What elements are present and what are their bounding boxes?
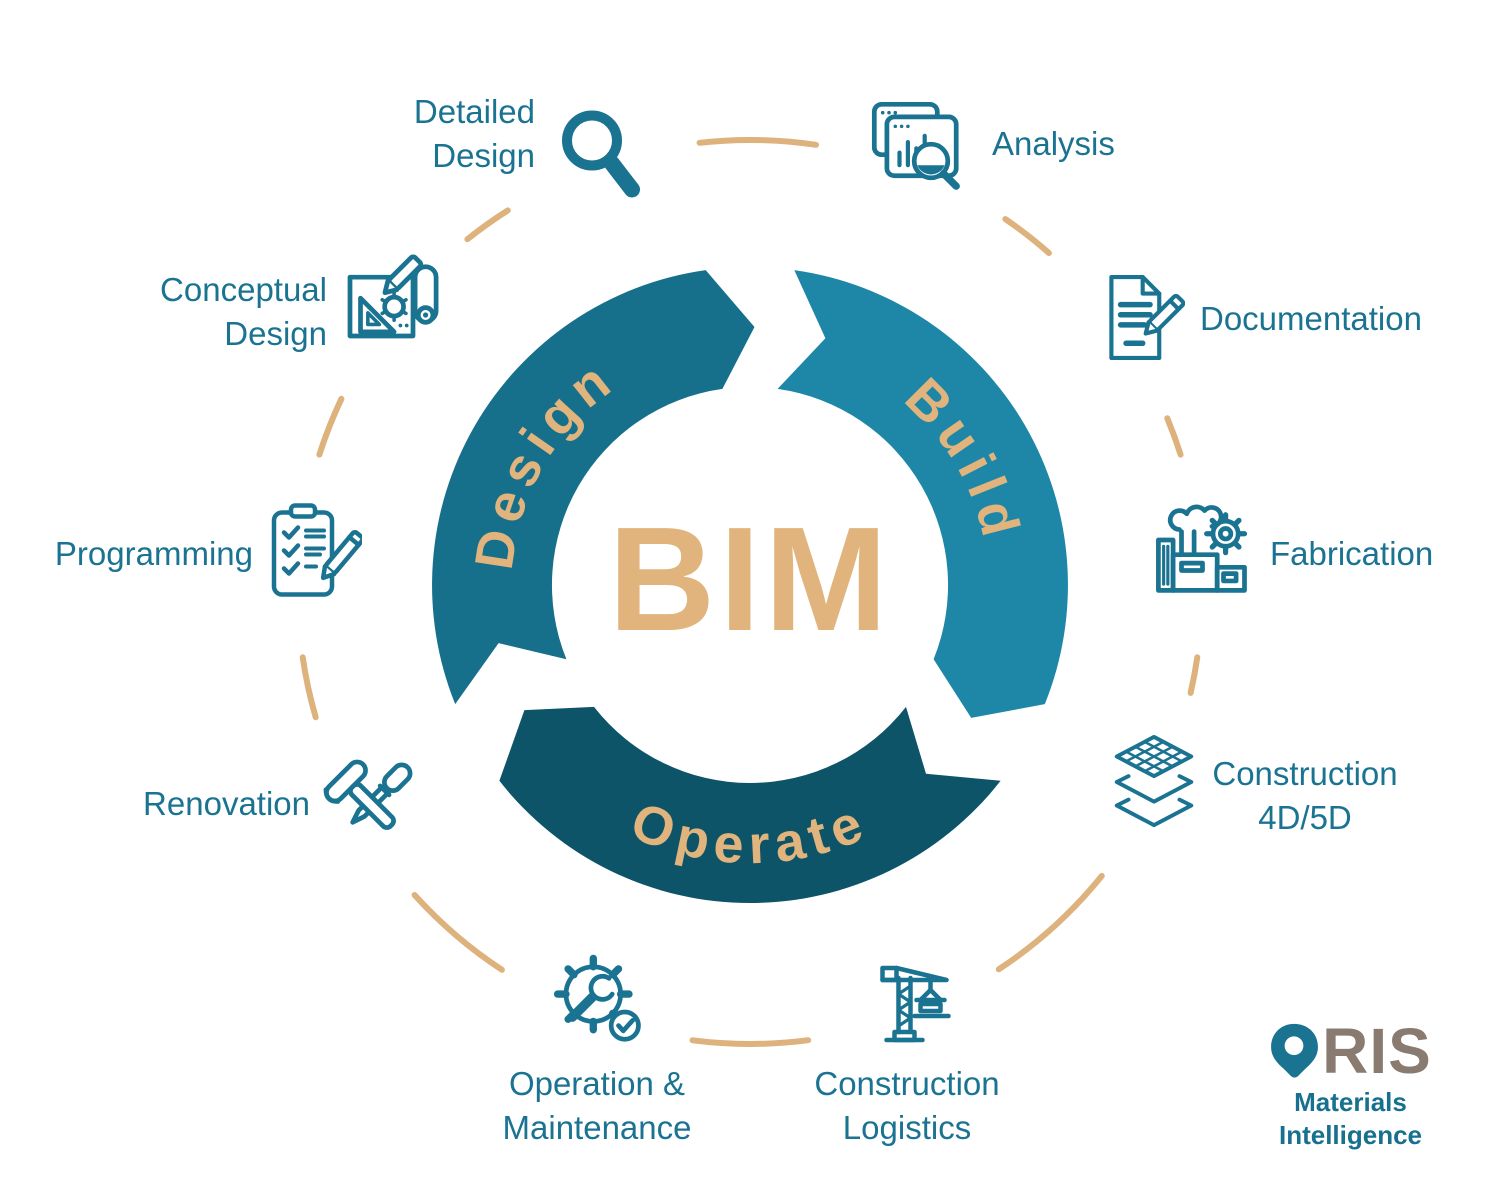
label-line: Conceptual (160, 271, 327, 308)
label-line: Detailed (413, 93, 535, 130)
outer-ring-arc (995, 872, 1105, 973)
label-analysis: Analysis (992, 122, 1292, 166)
outer-ring-arc (411, 892, 505, 973)
gear-wrench-check-icon (553, 954, 641, 1042)
hammer-screwdriver-icon (323, 759, 413, 830)
outer-ring-arc (316, 395, 345, 458)
logo-tagline-line: Intelligence (1278, 1119, 1423, 1150)
label-line: Programming (54, 535, 253, 572)
label-line: 4D/5D (1258, 798, 1352, 836)
outer-ring-arc (1002, 216, 1052, 256)
label-detailed-design: Detailed Design (290, 90, 535, 177)
logo-tagline-line: Materials (1294, 1087, 1407, 1117)
label-line: Maintenance (502, 1108, 692, 1146)
segment-build (777, 270, 1068, 718)
magnifier-icon (562, 110, 640, 198)
label-line: Documentation (1200, 300, 1422, 337)
logo-wordmark: RIS (1258, 1015, 1443, 1087)
label-conceptual-design: Conceptual Design (92, 268, 327, 355)
label-construction-4d-5d: Construction 4D/5D (1195, 752, 1415, 839)
label-line: Construction (1212, 755, 1398, 792)
outer-ring-arc (1187, 654, 1201, 696)
label-fabrication: Fabrication (1270, 532, 1500, 576)
label-line: Design (224, 314, 327, 352)
outer-ring-arc (464, 207, 511, 243)
clipboard-checklist-pencil-icon (271, 503, 362, 597)
label-construction-logistics: Construction Logistics (782, 1062, 1032, 1149)
label-line: Fabrication (1270, 535, 1434, 572)
outer-ring-arc (299, 654, 319, 721)
factory-gear-icon (1156, 504, 1248, 593)
blueprint-drafting-icon (347, 254, 439, 339)
label-line: Analysis (992, 125, 1115, 162)
outer-ring (299, 136, 1201, 1047)
logo-tagline: Materials Intelligence (1258, 1086, 1443, 1151)
segment-design (432, 270, 755, 705)
chart-window-magnifier-icon (871, 101, 960, 190)
segment-operate (499, 706, 1001, 904)
label-line: Logistics (842, 1108, 972, 1146)
logo-pin-icon (1271, 1023, 1319, 1078)
logo-wordmark-text: RIS (1322, 1015, 1432, 1087)
tower-crane-icon (880, 965, 951, 1043)
label-operation-maintenance: Operation & Maintenance (472, 1062, 722, 1149)
label-line: Construction (814, 1065, 1000, 1102)
outer-ring-arc (696, 136, 819, 148)
label-line: Renovation (143, 785, 310, 822)
bim-title: BIM (608, 497, 891, 662)
document-pencil-icon (1109, 274, 1185, 361)
stacked-layers-icon (1114, 734, 1194, 828)
outer-ring-arc (1164, 415, 1184, 458)
outer-ring-arc (689, 1037, 812, 1047)
label-line: Design (432, 136, 535, 174)
label-programming: Programming (28, 532, 253, 576)
label-documentation: Documentation (1200, 297, 1500, 341)
oris-logo: RIS Materials Intelligence (1258, 1015, 1443, 1151)
label-renovation: Renovation (75, 782, 310, 826)
label-line: Operation & (508, 1065, 686, 1102)
